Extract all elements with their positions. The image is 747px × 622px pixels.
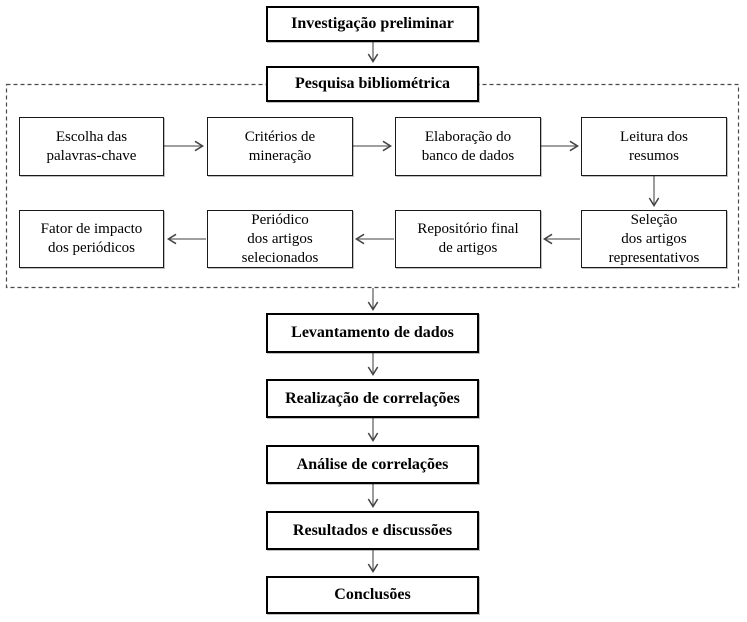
node-investigacao-preliminar: Investigação preliminar [266, 6, 479, 42]
node-conclusoes: Conclusões [266, 576, 479, 614]
node-resultados-discussoes: Resultados e discussões [266, 511, 479, 550]
node-selecao-artigos-representativos: Seleção dos artigos representativos [581, 210, 727, 268]
node-repositorio-final-artigos: Repositório final de artigos [395, 210, 541, 268]
node-periodico-artigos-selecionados: Periódico dos artigos selecionados [207, 210, 353, 268]
node-levantamento-dados: Levantamento de dados [266, 313, 479, 353]
node-elaboracao-banco-dados: Elaboração do banco de dados [395, 117, 541, 176]
node-analise-correlacoes: Análise de correlações [266, 445, 479, 484]
node-realizacao-correlacoes: Realização de correlações [266, 379, 479, 418]
node-leitura-resumos: Leitura dos resumos [581, 117, 727, 176]
node-fator-impacto-periodicos: Fator de impacto dos periódicos [19, 210, 164, 268]
node-criterios-mineracao: Critérios de mineração [207, 117, 353, 176]
node-pesquisa-bibliometrica: Pesquisa bibliométrica [266, 66, 479, 102]
node-escolha-palavras-chave: Escolha das palavras-chave [19, 117, 164, 176]
